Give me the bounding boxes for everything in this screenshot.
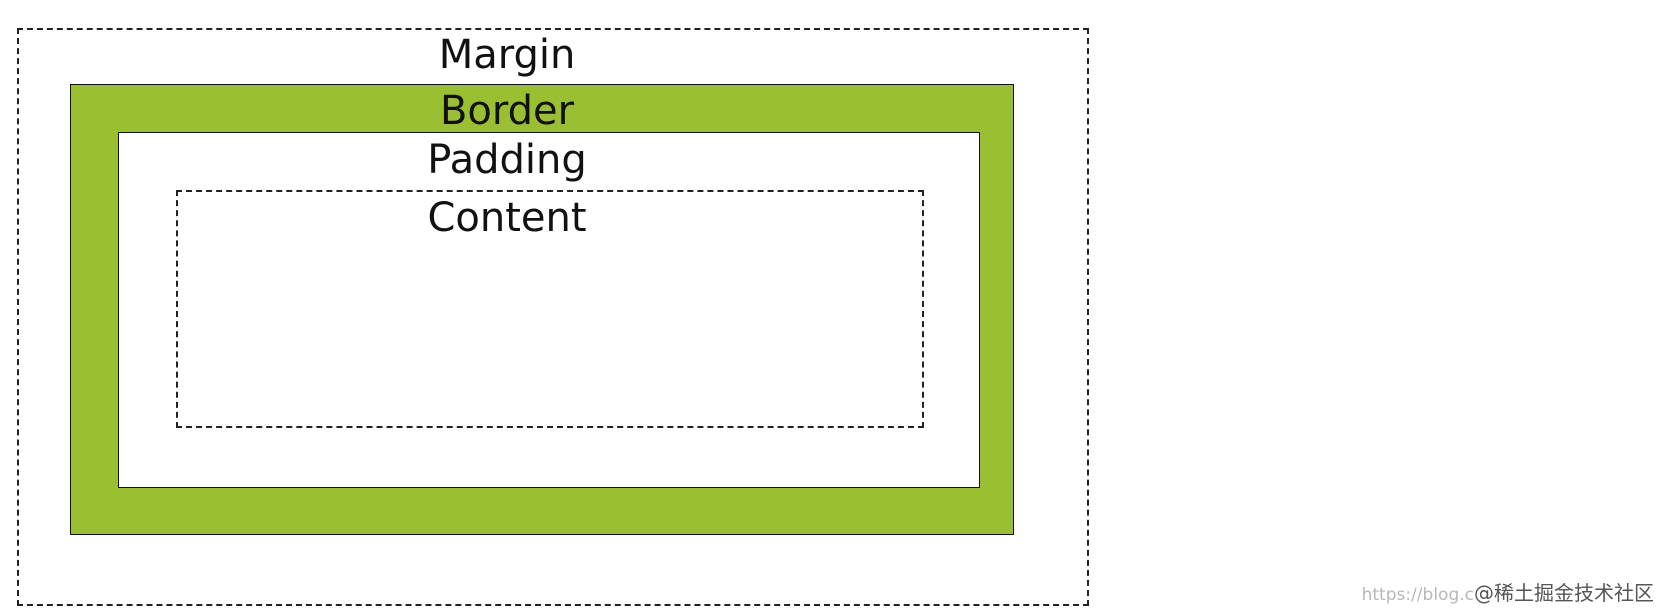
padding-label: Padding xyxy=(427,137,587,183)
content-label: Content xyxy=(427,195,587,241)
watermark-brand: @稀土掘金技术社区 xyxy=(1474,581,1654,605)
margin-label: Margin xyxy=(438,32,576,78)
watermark-url: https://blog.c xyxy=(1361,585,1474,605)
content-area xyxy=(176,190,924,428)
watermark: https://blog.c@稀土掘金技术社区 xyxy=(1362,577,1654,606)
border-label: Border xyxy=(439,88,575,134)
